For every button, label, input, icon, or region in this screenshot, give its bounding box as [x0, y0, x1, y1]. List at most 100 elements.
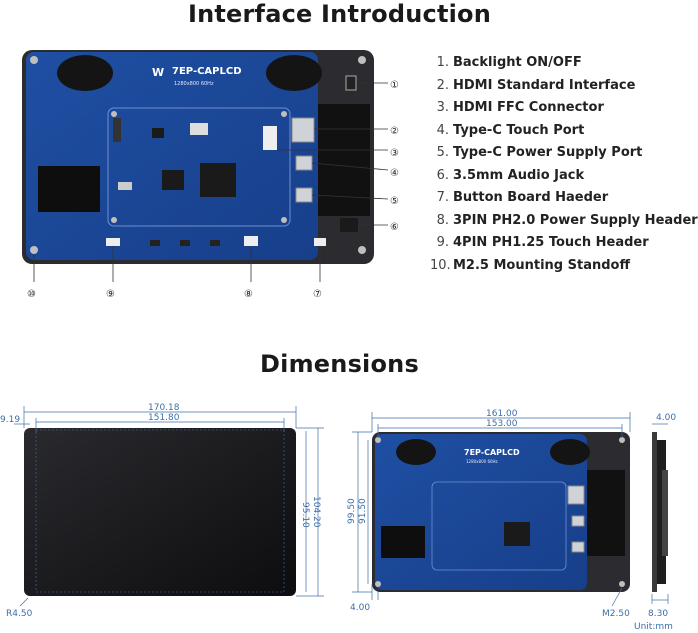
mount-hole [30, 56, 38, 64]
legend-label: Type-C Power Supply Port [453, 145, 643, 160]
typec-power-port [295, 187, 313, 203]
legend-num: 8. [436, 212, 449, 228]
legend-item-3: 3.HDMI FFC Connector [430, 97, 698, 120]
screen-panel [24, 428, 296, 596]
dim-back-hole-width: 153.00 [486, 419, 518, 429]
dim-back-hole-height: 91.50 [358, 498, 368, 524]
dim-side-depth: 8.30 [648, 609, 668, 619]
side-glass [652, 432, 657, 592]
dim-unit: Unit:mm [634, 622, 673, 632]
back-typec-1 [571, 515, 585, 527]
hdmi-port [291, 117, 315, 143]
main-chip [200, 163, 236, 197]
legend-item-1: 1. Backlight ON/OFF [430, 52, 698, 75]
legend-num: 2. [436, 77, 449, 93]
mount-hole [111, 217, 117, 223]
black-panel [318, 104, 370, 216]
back-hdmi-port [567, 485, 585, 505]
back-hole [375, 437, 381, 443]
back-typec-2 [571, 541, 585, 553]
dim-front-view-width: 151.80 [148, 413, 180, 423]
touch-header [106, 238, 120, 246]
side-dim-lines [651, 423, 669, 604]
legend-num: 6. [436, 167, 449, 183]
side-body [657, 440, 666, 584]
callout-9: ⑨ [106, 289, 115, 300]
back-speaker-left [396, 439, 436, 465]
callout-3: ③ [390, 148, 399, 159]
back-pcb [375, 434, 587, 590]
legend-num: 5. [436, 145, 449, 160]
callout-6: ⑥ [390, 222, 399, 233]
smd-part [180, 240, 190, 246]
pcb-outline [107, 107, 291, 227]
side-ports [662, 470, 668, 556]
back-black-sticker [381, 526, 425, 558]
power-header [244, 236, 258, 246]
legend-num: 7. [436, 190, 449, 205]
legend-label: 4PIN PH1.25 Touch Header [453, 235, 649, 250]
callout-10: ⑩ [27, 289, 36, 300]
mount-hole [358, 246, 366, 254]
back-logo-text: 7EP-CAPLCD [464, 448, 520, 457]
dim-back-hole-offset: 4.00 [350, 603, 370, 613]
mount-hole [281, 217, 287, 223]
ribbon-clip [118, 182, 132, 190]
legend-item-7: 7.Button Board Haeder [430, 187, 698, 210]
back-view: 7EP-CAPLCD 1280x800 60Hz [372, 432, 630, 592]
typec-touch-port [295, 155, 313, 171]
legend-label: 3PIN PH2.0 Power Supply Header [453, 212, 698, 228]
board-top-view: W 7EP-CAPLCD 1280x800 60Hz [22, 50, 374, 264]
legend-label: Backlight ON/OFF [453, 55, 582, 70]
section-title-interface: Interface Introduction [187, 0, 492, 28]
dim-side-top: 4.00 [656, 413, 676, 423]
section-title-dimensions: Dimensions [260, 350, 419, 378]
legend-item-9: 9. 4PIN PH1.25 Touch Header [430, 232, 698, 255]
legend-label: 3.5mm Audio Jack [453, 167, 585, 183]
legend-label: M2.5 Mounting Standoff [453, 257, 630, 273]
dim-front-left-offset: 9.19 [0, 415, 20, 425]
button-header [314, 238, 326, 246]
legend-item-5: 5. Type-C Power Supply Port [430, 142, 698, 165]
back-main-chip [504, 522, 530, 546]
legend-label: HDMI Standard Interface [453, 77, 636, 93]
legend-item-8: 8.3PIN PH2.0 Power Supply Header [430, 210, 698, 233]
side-view [652, 432, 668, 592]
back-speaker-right [550, 439, 590, 465]
back-sub-text: 1280x800 60Hz [466, 459, 498, 464]
board-sub-text: 1280x800 60Hz [174, 81, 214, 87]
callout-lines [33, 82, 389, 282]
legend-label: Type-C Touch Port [453, 122, 585, 138]
callout-4: ④ [390, 168, 399, 179]
dim-front-total-width: 170.18 [148, 403, 180, 413]
chip-3 [152, 128, 164, 138]
ffc-left [113, 118, 121, 142]
legend-num: 9. [436, 235, 449, 250]
dim-front-radius: R4.50 [6, 609, 33, 619]
diagram-canvas: W 7EP-CAPLCD 1280x800 60Hz [0, 50, 676, 632]
callout-2: ② [390, 126, 399, 137]
legend-label: HDMI FFC Connector [453, 100, 604, 115]
dim-back-total-height: 99.50 [347, 498, 357, 524]
callout-7: ⑦ [313, 289, 322, 300]
small-header [190, 123, 208, 135]
mount-hole [111, 111, 117, 117]
callout-8: ⑧ [244, 289, 253, 300]
callout-5: ⑤ [390, 196, 399, 207]
legend-item-2: 2.HDMI Standard Interface [430, 75, 698, 98]
back-black-panel [587, 470, 625, 556]
back-hole [619, 581, 625, 587]
board-logo-icon: W [152, 66, 164, 79]
dim-back-total-width: 161.00 [486, 409, 518, 419]
legend-num: 10. [430, 257, 451, 273]
back-pcb-outline [431, 481, 567, 571]
mount-hole [30, 246, 38, 254]
speaker-right [266, 55, 322, 91]
view-area [35, 429, 285, 593]
interface-legend: 1. Backlight ON/OFF 2.HDMI Standard Inter… [430, 52, 698, 277]
ffc-connector [263, 126, 277, 150]
legend-item-4: 4.Type-C Touch Port [430, 120, 698, 143]
legend-num: 4. [436, 122, 449, 138]
legend-num: 1. [436, 55, 449, 70]
mount-hole [358, 56, 366, 64]
